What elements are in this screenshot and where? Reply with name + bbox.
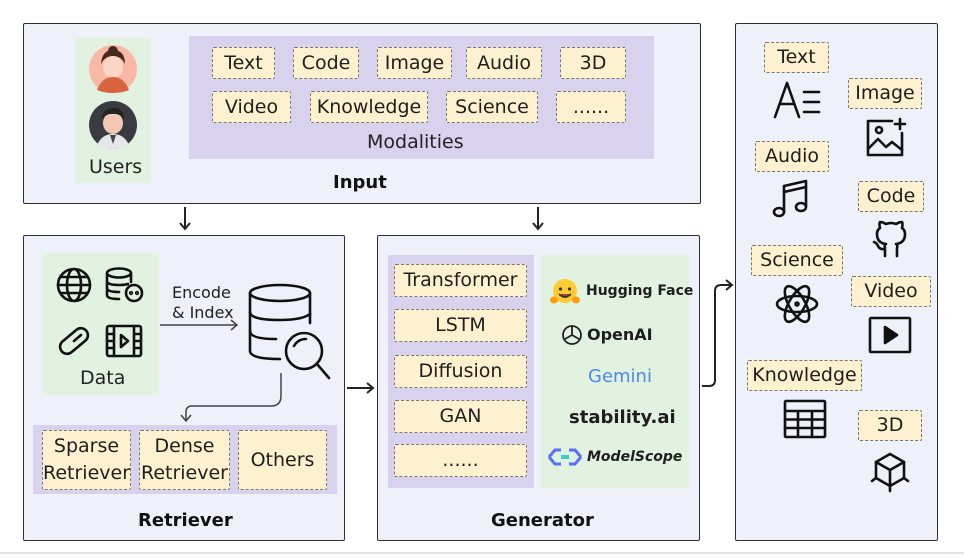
modalities-label: Modalities	[367, 131, 464, 153]
users-label: Users	[89, 156, 143, 178]
others-chip: Others	[238, 430, 327, 490]
openai-logo	[562, 325, 582, 345]
atom-icon	[775, 284, 819, 324]
output-3d-chip: 3D	[858, 410, 922, 441]
modality-chip: Audio	[466, 47, 542, 79]
output-image-chip: Image	[848, 78, 922, 109]
hugging-face-logo	[550, 279, 580, 304]
modelscope-brand: ModelScope	[587, 449, 683, 465]
user-avatar-female	[89, 45, 137, 93]
text-font-icon	[773, 81, 821, 119]
connector-arrow	[702, 279, 734, 387]
modality-chip: Text	[212, 47, 275, 79]
dense-retriever-chip: Dense Retriever	[139, 430, 230, 490]
encode-index-label: Encode & Index	[172, 283, 234, 322]
sparse-retriever-chip: Sparse Retriever	[42, 430, 131, 490]
gemini-brand: Gemini	[588, 366, 652, 387]
modelscope-logo	[547, 448, 583, 466]
output-knowledge-chip: Knowledge	[747, 360, 862, 391]
modality-chip: ......	[556, 91, 626, 123]
music-note-icon	[772, 179, 808, 218]
image-add-icon	[866, 117, 907, 157]
modality-chip: Science	[446, 91, 538, 123]
generator-title: Generator	[491, 510, 594, 531]
retriever-title: Retriever	[138, 510, 233, 531]
output-science-chip: Science	[751, 245, 843, 276]
database-user-icon	[105, 267, 144, 303]
globe-icon	[56, 267, 92, 303]
arrow-down-icon	[179, 207, 191, 231]
output-text-chip: Text	[764, 42, 829, 73]
arrow-right-icon	[160, 319, 239, 331]
table-icon	[783, 399, 827, 439]
hugging-face-brand: Hugging Face	[586, 283, 694, 299]
input-title: Input	[333, 172, 387, 193]
output-video-chip: Video	[851, 276, 931, 307]
model-chip: ......	[394, 444, 527, 477]
data-label: Data	[80, 367, 126, 389]
model-chip: Diffusion	[394, 355, 527, 388]
modality-chip: Code	[293, 47, 359, 79]
modality-chip: Knowledge	[310, 91, 428, 123]
openai-brand: OpenAI	[587, 325, 653, 344]
github-icon	[872, 220, 907, 258]
modality-chip: Image	[377, 47, 452, 79]
stability-ai-brand: stability.ai	[569, 407, 676, 428]
play-icon	[868, 316, 912, 354]
output-code-chip: Code	[858, 181, 924, 212]
arrow-down-icon	[532, 207, 544, 231]
model-chip: GAN	[394, 400, 527, 433]
link-icon	[58, 326, 90, 356]
user-avatar-male	[89, 101, 137, 149]
model-chip: LSTM	[394, 309, 527, 342]
connector-arrow	[180, 373, 282, 423]
database-search-icon	[248, 283, 331, 380]
arrow-right-icon	[347, 382, 375, 394]
modality-chip: 3D	[560, 47, 626, 79]
modality-chip: Video	[212, 91, 291, 123]
film-icon	[105, 324, 143, 358]
bottom-divider	[0, 552, 964, 554]
output-audio-chip: Audio	[755, 141, 829, 172]
cube-icon	[870, 452, 910, 493]
model-chip: Transformer	[394, 264, 527, 297]
